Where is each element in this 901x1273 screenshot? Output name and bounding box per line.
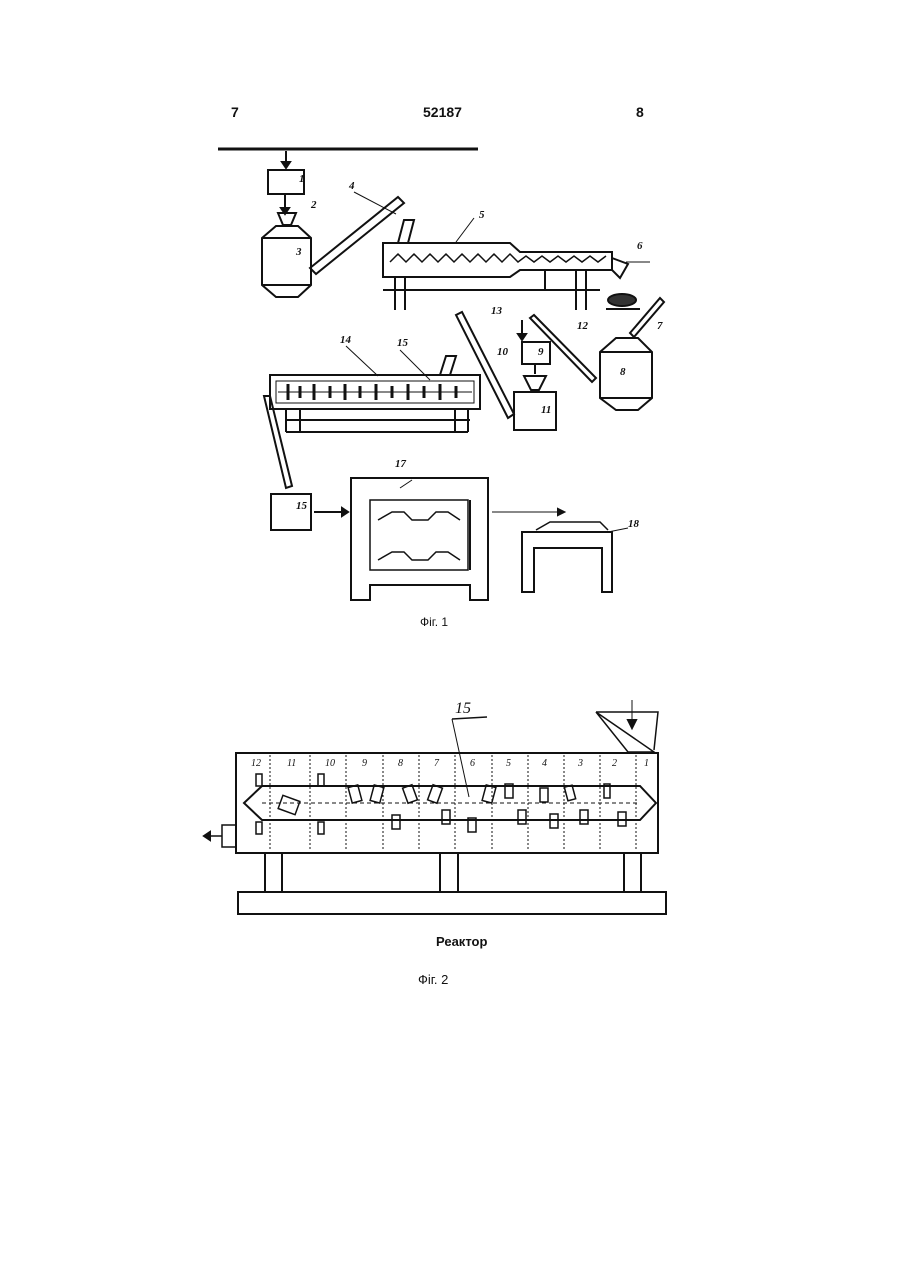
outlet-port [222, 825, 236, 847]
segment-label: 3 [578, 758, 583, 769]
segment-label: 8 [398, 758, 403, 769]
segment-label: 10 [325, 758, 335, 769]
segment-label: 9 [362, 758, 367, 769]
segment-label: 2 [612, 758, 617, 769]
segment-label: 5 [506, 758, 511, 769]
paddles [256, 774, 626, 834]
segment-label: 6 [470, 758, 475, 769]
segment-label: 4 [542, 758, 547, 769]
figure-2-title: Реактор [436, 934, 487, 949]
segment-label: 11 [287, 758, 296, 769]
callout-15: 15 [455, 700, 471, 718]
segment-label: 12 [251, 758, 261, 769]
segment-label: 1 [644, 758, 649, 769]
segment-label: 7 [434, 758, 439, 769]
reactor-base [238, 892, 666, 914]
figure-2-caption: Фіг. 2 [418, 972, 448, 987]
